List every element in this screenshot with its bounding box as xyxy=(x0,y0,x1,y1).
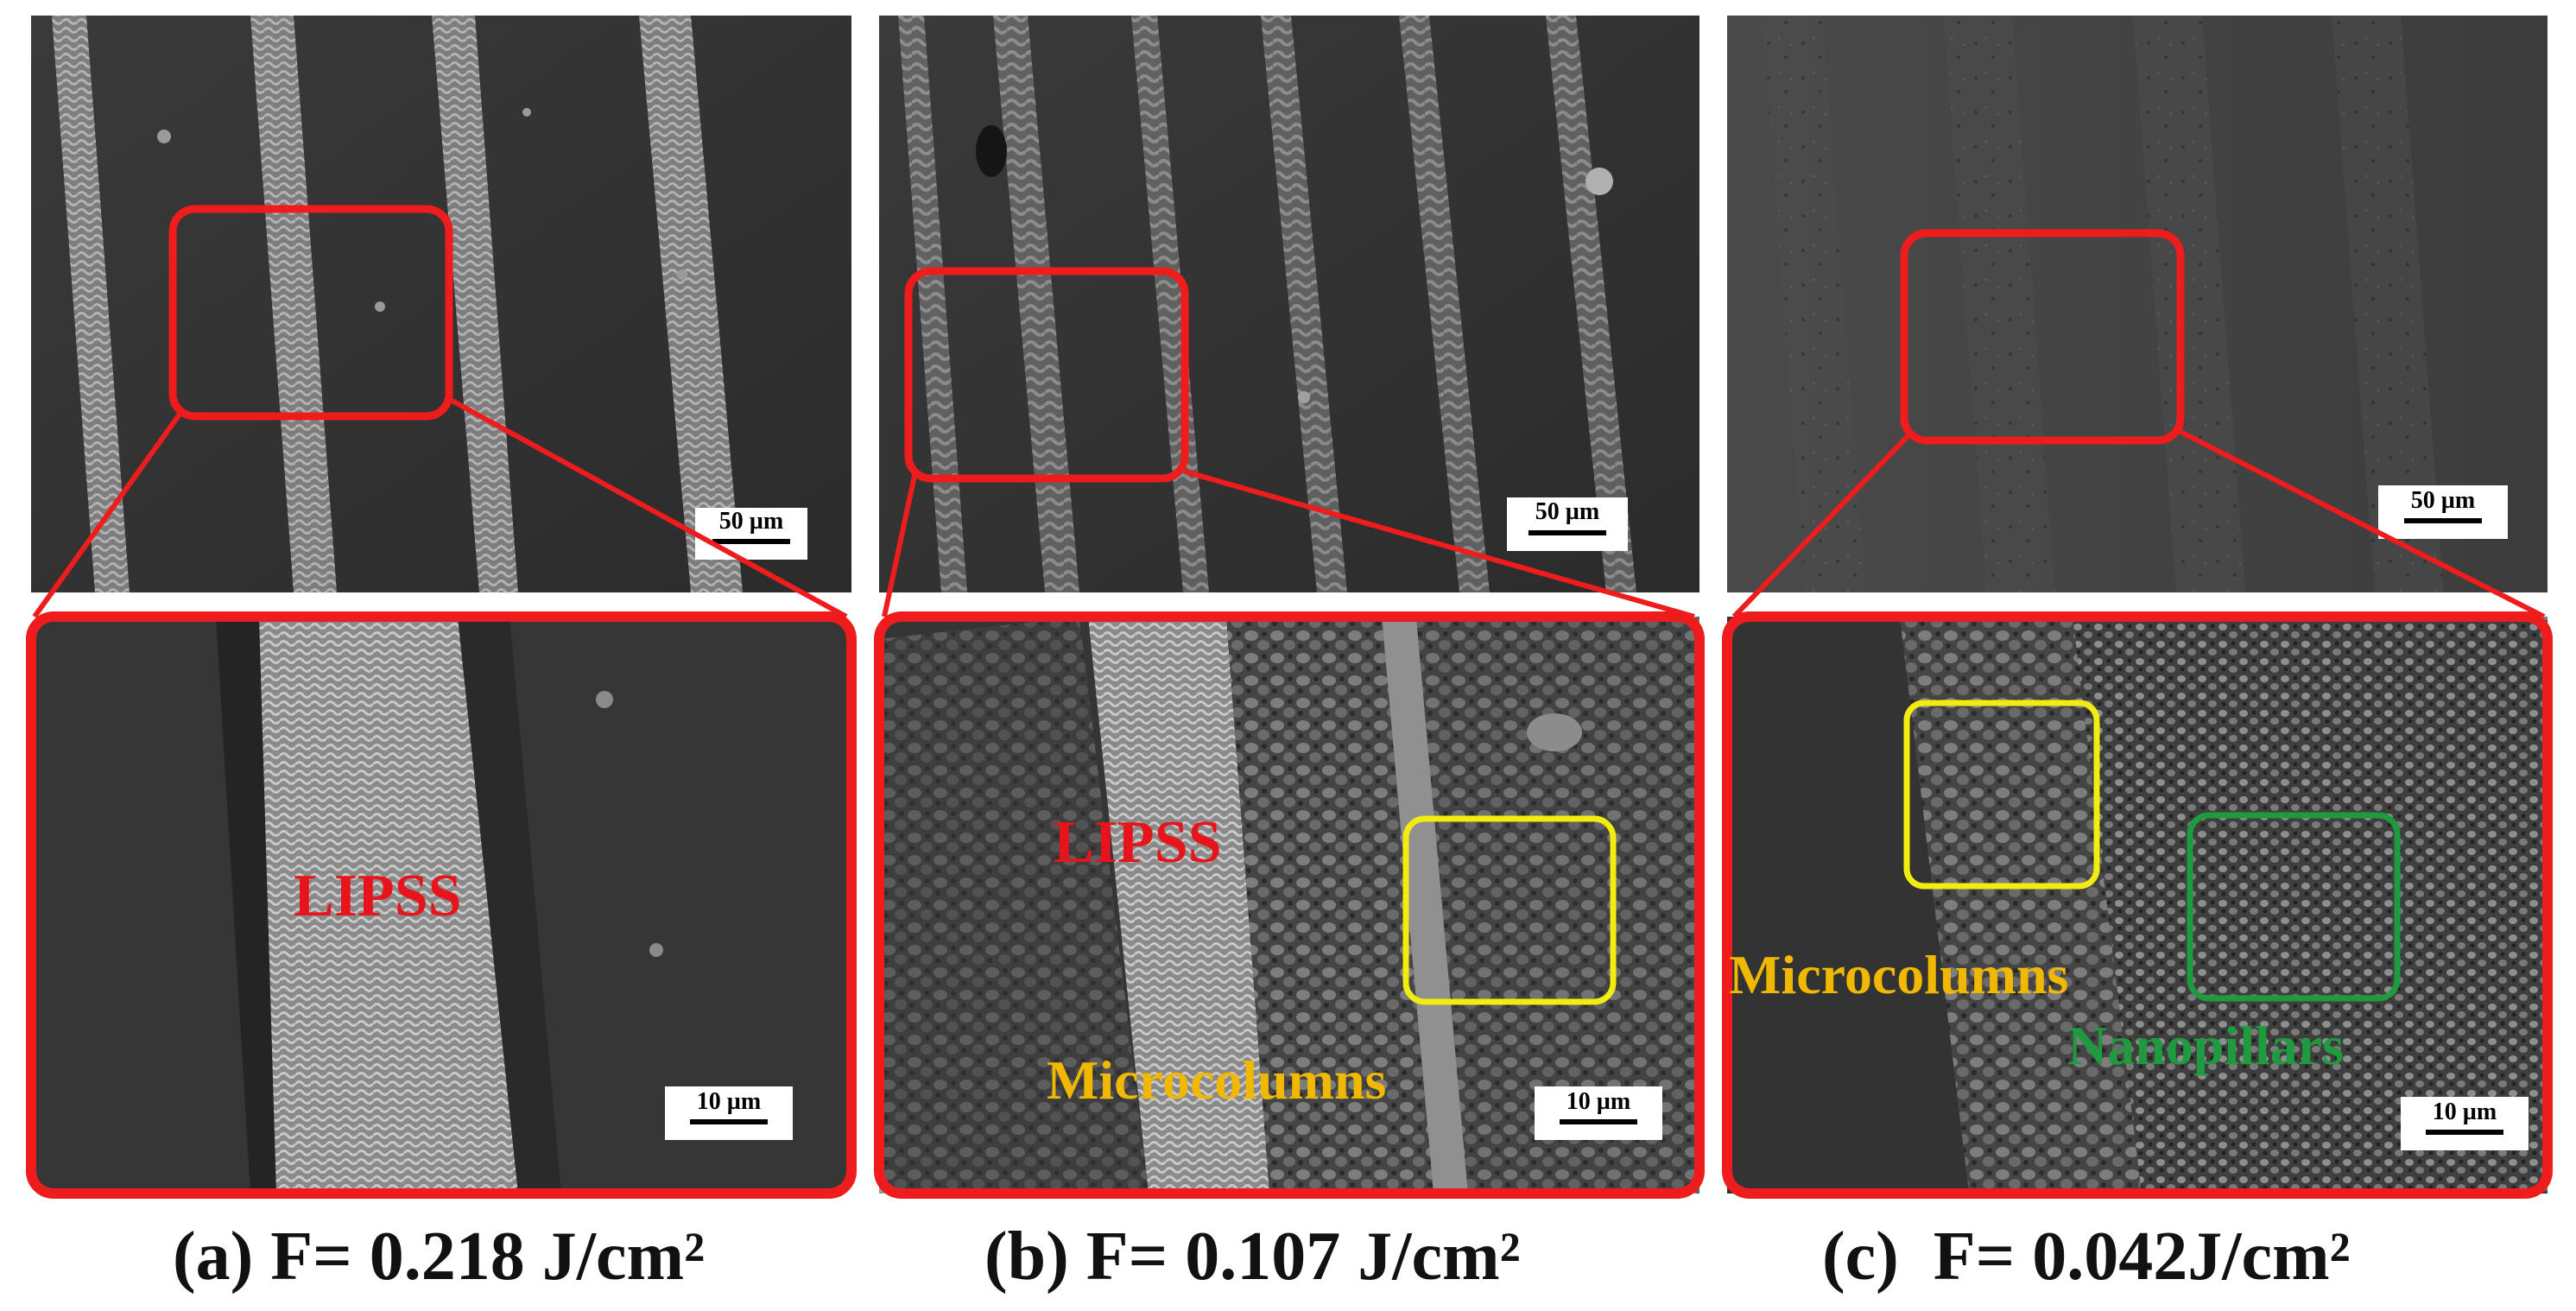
panel-b-caption: (b) F= 0.107 J/cm² xyxy=(984,1219,1521,1295)
panel-a-bottom-scale-bar: 10 µm xyxy=(665,1086,793,1140)
panel-c-bottom-scale-bar: 10 µm xyxy=(2401,1097,2529,1150)
panel-b-lipss-label: LIPSS xyxy=(1054,809,1222,876)
panel-b-bottom-micrograph: LIPSS Microcolumns 10 µm xyxy=(874,611,1705,1199)
panel-c-microcolumns-label: Microcolumns xyxy=(1729,944,2068,1005)
panel-c-nanopillars-label: Nanopillars xyxy=(2067,1015,2344,1076)
zoom-connectors xyxy=(32,396,2546,619)
svg-text:50 µm: 50 µm xyxy=(2411,487,2475,514)
panel-b-microcolumns-label: Microcolumns xyxy=(1047,1049,1386,1111)
svg-text:10 µm: 10 µm xyxy=(1566,1088,1630,1115)
svg-text:50 µm: 50 µm xyxy=(719,508,783,535)
panel-c-bottom-micrograph: Microcolumns Nanopillars 10 µm xyxy=(1722,611,2553,1199)
panel-a-bottom-micrograph: LIPSS 10 µm xyxy=(26,611,857,1199)
panel-a-top-micrograph: 50 µm xyxy=(31,16,851,592)
svg-text:10 µm: 10 µm xyxy=(2433,1099,2497,1125)
panel-b-top-scale-bar: 50 µm xyxy=(1507,497,1628,551)
panel-c-top-scale-bar: 50 µm xyxy=(2378,485,2508,539)
panel-a-caption: (a) F= 0.218 J/cm² xyxy=(173,1219,706,1295)
svg-text:10 µm: 10 µm xyxy=(697,1088,761,1115)
panel-c-caption: (c) F= 0.042J/cm² xyxy=(1822,1219,2351,1295)
panel-b-top-micrograph: 50 µm xyxy=(879,16,1699,592)
panel-b-bottom-scale-bar: 10 µm xyxy=(1535,1086,1662,1140)
panel-c-top-micrograph: 50 µm xyxy=(1727,16,2548,592)
panel-a-lipss-label: LIPSS xyxy=(294,863,462,929)
svg-text:50 µm: 50 µm xyxy=(1535,498,1599,525)
panel-a-top-scale-bar: 50 µm xyxy=(695,508,807,560)
